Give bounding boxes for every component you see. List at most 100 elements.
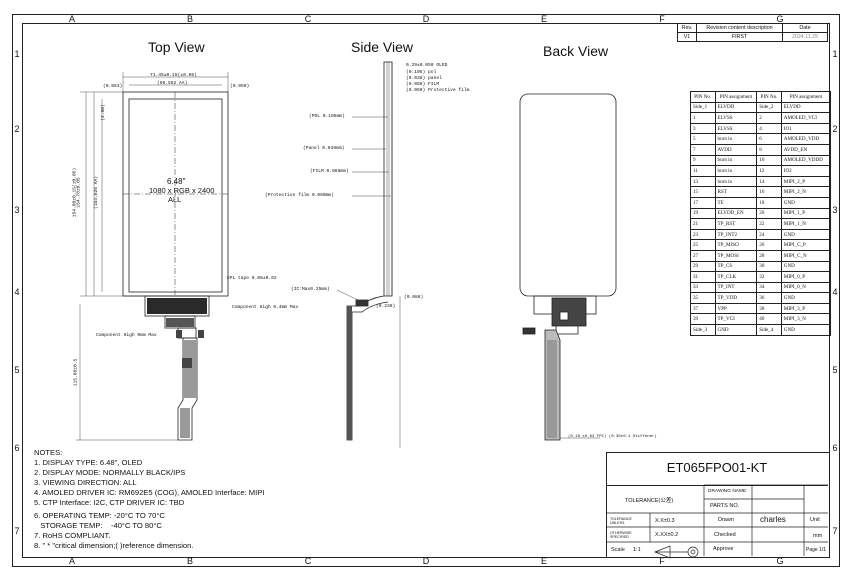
scale-label: Scale [611, 547, 625, 553]
component-height-right: Component High 0.4mm Max [232, 305, 299, 310]
tolerance-unless-label: TOLERANCE UNLESS [610, 517, 632, 525]
col-marker-e: E [540, 14, 547, 24]
side-dim-1: (0.088) [404, 295, 424, 300]
top-overall-width: 71.45±0.15(±0.05) [150, 73, 197, 78]
epl-tape-label: EPL tape 0.06±0.02 [227, 276, 277, 281]
otherwise-specified-label: OTHERWISE SPECIFIED [610, 531, 632, 539]
side-pol-label: (POL 0.105mm) [309, 114, 345, 119]
pin-assignment-cell: TP_MOSI [714, 249, 758, 262]
col-marker-a-bottom: A [68, 556, 75, 566]
pin-assignment-table: PIN No. PIN assignment PIN No. PIN assig… [690, 91, 832, 336]
col-marker-a: A [68, 14, 75, 24]
pin-assignment-cell: MIPI_0_N [780, 281, 832, 294]
side-protective-label: (Protective film 0.060mm) [265, 193, 334, 198]
col-marker-c-bottom: C [304, 556, 312, 566]
col-marker-g-bottom: G [776, 556, 784, 566]
side-callout-pol: (0.105) pol [406, 70, 437, 75]
top-view-active-area [128, 98, 223, 293]
col-marker-f-bottom: F [659, 556, 665, 566]
scale-value: 1:1 [633, 547, 641, 553]
note-3: 3. VIEWING DIRECTION: ALL [34, 478, 137, 488]
note-5: 5. CTP Interface: I2C, CTP DRIVER IC: TB… [34, 498, 185, 508]
note-4: 4. AMOLED DRIVER IC: RM692E5 (COG), AMOL… [34, 488, 265, 498]
pin-assignment-cell: GND [780, 324, 832, 336]
rev-date: 2024.11.25 [782, 32, 828, 42]
unit-label: Unit [810, 517, 820, 523]
row-marker-3: 3 [14, 205, 20, 215]
col-marker-f: F [659, 14, 665, 24]
approve-label: Approve [713, 546, 734, 552]
tolerance-label: TOLERANCE(公差) [625, 498, 674, 504]
row-marker-7: 7 [14, 526, 20, 536]
pin-assignment-cell: TP_VCI [714, 313, 758, 326]
note-8: 8. " * "critical dimension;( )reference … [34, 540, 194, 550]
pin-assignment-cell: TP_CS [714, 260, 758, 273]
pin-assignment-cell: MIPI_3_N [780, 313, 832, 326]
display-resolution: 1080 x RGB x 2400 [149, 186, 215, 195]
col-marker-g: G [776, 14, 784, 24]
pin-assignment-cell: TP_CLK [714, 271, 758, 283]
col-marker-d: D [422, 14, 430, 24]
side-callout-protective: (0.060) Protective film [406, 88, 470, 93]
row-marker-7-right: 7 [832, 526, 838, 536]
back-view-title: Back View [543, 43, 609, 59]
pin-assignment-cell: MIPI_C_N [780, 249, 832, 262]
notes-title: NOTES: [34, 448, 63, 457]
row-marker-1-right: 1 [832, 49, 838, 59]
note-1: 1. DISPLAY TYPE: 6.48", OLED [34, 458, 143, 468]
outer-border [12, 14, 840, 567]
row-marker-2-right: 2 [832, 124, 838, 134]
pin-assignment-cell: TP_VDD [714, 292, 758, 304]
pin-assignment-cell: MIPI_0_P [780, 271, 832, 283]
row-marker-6-right: 6 [832, 443, 838, 453]
component-height-left: Component High 0mm Max [96, 333, 157, 338]
drawing-name-label: DRAWING NAME [708, 489, 747, 494]
row-marker-5: 5 [14, 365, 20, 375]
pin-assignment-cell: VPP [714, 302, 758, 315]
row-marker-4-right: 4 [832, 287, 838, 297]
pin-assignment-cell: TP_INT [714, 281, 758, 294]
side-panel-label: (Panel 0.038mm) [303, 146, 345, 151]
pin-assignment-cell: GND [780, 260, 832, 273]
note-2: 2. DISPLAY MODE: NORMALLY BLACK/IPS [34, 468, 186, 478]
side-callout-panel: (0.038) panel [406, 76, 442, 81]
side-ic-label: (IC:Max0.25mm) [291, 287, 330, 292]
pin-assignment-cell: GND [780, 292, 832, 304]
display-size-label: 6.48" [167, 177, 186, 186]
col-marker-d-bottom: D [422, 556, 430, 566]
col-marker-e-bottom: E [540, 556, 547, 566]
notes-block: NOTES: 1. DISPLAY TYPE: 6.48", OLED 2. D… [34, 448, 264, 551]
side-callout-film: (0.088) FILM [406, 82, 440, 87]
page-label: Page 1/1 [806, 547, 827, 553]
checked-label: Checked [714, 532, 736, 538]
col-marker-c: C [304, 14, 312, 24]
note-7: 7. RoHS COMPLIANT. [34, 530, 111, 540]
row-marker-4: 4 [14, 287, 20, 297]
top-active-width: (69.552 AA) [157, 81, 188, 86]
tolerance-1: X.X±0.3 [655, 518, 675, 524]
col-marker-b-bottom: B [186, 556, 193, 566]
top-view-title: Top View [148, 39, 205, 55]
pin-assignment-cell: GND [714, 324, 758, 336]
top-left-margin: (0.953) [103, 84, 123, 89]
row-marker-2: 2 [14, 124, 20, 134]
drawn-label: Drawn [718, 517, 734, 523]
note-6: 6. OPERATING TEMP: -20°C TO 70°C [34, 510, 165, 520]
row-marker-5-right: 5 [832, 365, 838, 375]
unit-value: mm [813, 533, 823, 539]
side-view-title: Side View [351, 39, 414, 55]
pin-assignment-cell: MIPI_3_P [780, 302, 832, 315]
tolerance-2: X.XX±0.2 [655, 532, 679, 538]
